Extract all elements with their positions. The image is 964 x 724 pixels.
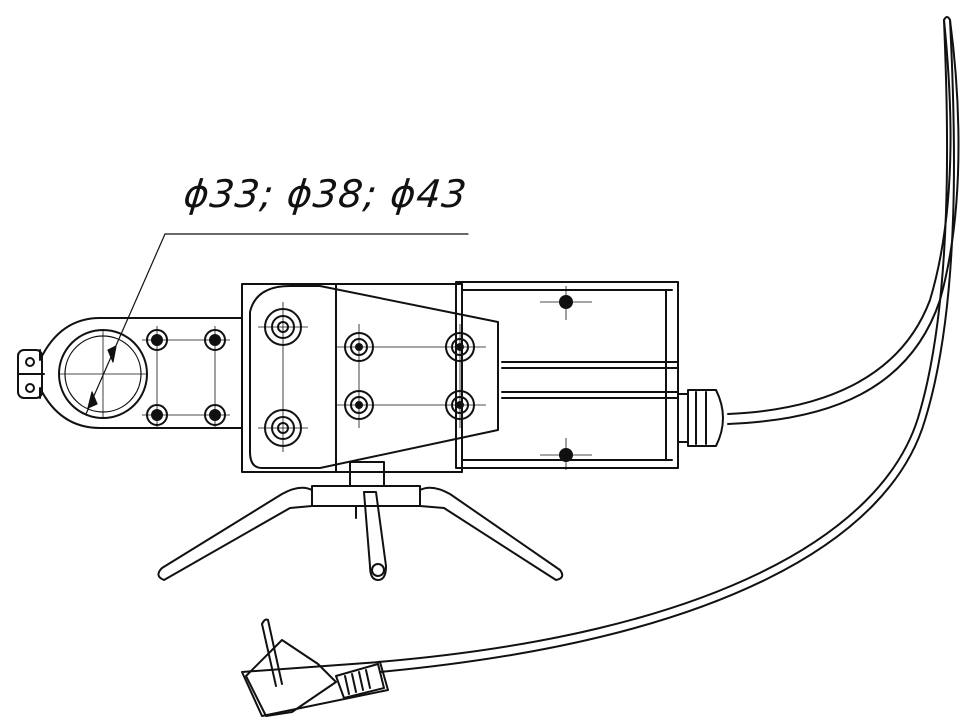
pipe-clamp [17, 317, 243, 429]
power-cable [377, 16, 960, 673]
cable-gland [677, 389, 724, 447]
mounting-plate [249, 285, 499, 469]
center-lines [60, 286, 592, 470]
power-plug [241, 618, 389, 717]
dimension-leader [85, 233, 469, 415]
tripod-legs [157, 461, 564, 581]
